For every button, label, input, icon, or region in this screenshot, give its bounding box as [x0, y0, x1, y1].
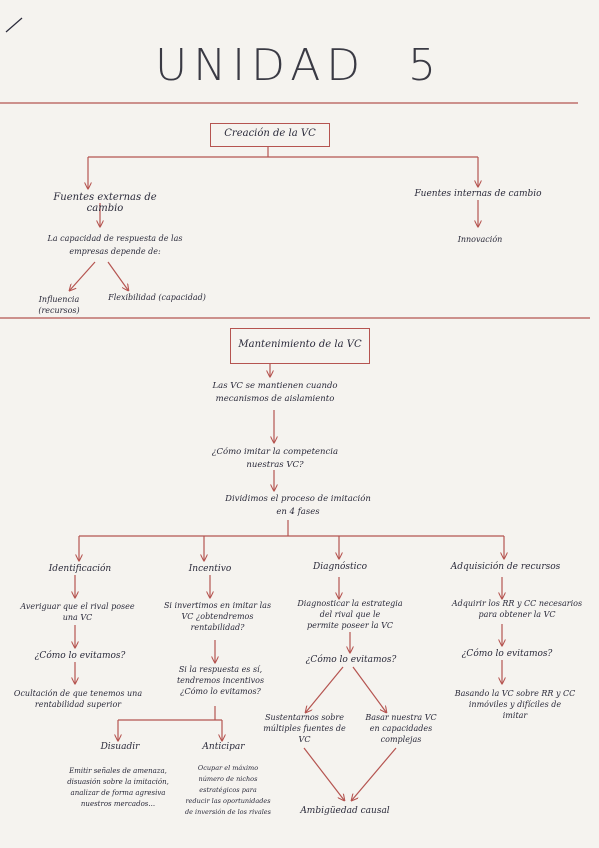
- phase-diagnosis-title: Diagnóstico: [312, 562, 367, 572]
- innovation-label: Innovación: [457, 235, 503, 244]
- causal-ambiguity-label: Ambigüedad causal: [300, 806, 390, 816]
- four-phases-text: Dividimos el proceso de imitación en 4 f…: [225, 494, 371, 517]
- diagnosis-answer-complex-capabilities: Basar nuestra VC en capacidades compleja…: [365, 713, 437, 744]
- page-title-number: 5: [408, 40, 442, 91]
- response-capacity-text: La capacidad de respuesta de las empresa…: [47, 234, 183, 256]
- phase-identification-title: Identificación: [48, 564, 112, 574]
- option-deter-title: Disuadir: [100, 742, 140, 752]
- phase-identification-text: Averiguar que el rival posee una VC: [20, 602, 135, 622]
- phase-resources-answer: Basando la VC sobre RR y CC inmóviles y …: [454, 689, 576, 720]
- diagnosis-answer-multiple-sources: Sustentarnos sobre múltiples fuentes de …: [263, 713, 346, 744]
- phase-identification-question: ¿Cómo lo evitamos?: [34, 651, 126, 661]
- imitate-question: ¿Cómo imitar la competencia nuestras VC?: [211, 447, 339, 470]
- internal-sources-label: Fuentes internas de cambio: [414, 189, 542, 199]
- phase-resources-text: Adquirir los RR y CC necesarios para obt…: [451, 599, 583, 619]
- phase-incentive-title: Incentivo: [188, 564, 232, 574]
- phase-resources-question: ¿Cómo lo evitamos?: [461, 649, 553, 659]
- isolation-text: Las VC se mantienen cuando mecanismos de…: [212, 381, 338, 404]
- option-anticipate-title: Anticipar: [202, 742, 245, 752]
- phase-diagnosis-text: Diagnosticar la estrategia del rival que…: [297, 599, 403, 630]
- maintenance-root-label: Mantenimiento de la VC: [238, 339, 362, 350]
- option-anticipate-text: Ocupar el máximo número de nichos estrat…: [184, 764, 271, 816]
- page-title-word: UNIDAD: [155, 40, 367, 91]
- phase-incentive-question: Si la respuesta es sí, tendremos incenti…: [176, 665, 265, 696]
- creation-root-box: [210, 123, 330, 147]
- maintenance-root-box: [230, 328, 370, 364]
- phase-diagnosis-question: ¿Cómo lo evitamos?: [305, 655, 397, 665]
- external-sources-label: Fuentes externas de cambio: [53, 192, 157, 214]
- phase-resources-title: Adquisición de recursos: [450, 562, 561, 572]
- phase-incentive-text: Si invertimos en imitar las VC ¿obtendre…: [163, 601, 272, 632]
- creation-root-label: Creación de la VC: [224, 128, 316, 139]
- flexibility-label: Flexibilidad (capacidad): [108, 293, 206, 302]
- option-deter-text: Emitir señales de amenaza, disuasión sob…: [67, 767, 169, 808]
- phase-identification-answer: Ocultación de que tenemos una rentabilid…: [13, 689, 143, 709]
- influence-label: Influencia (recursos): [38, 295, 80, 315]
